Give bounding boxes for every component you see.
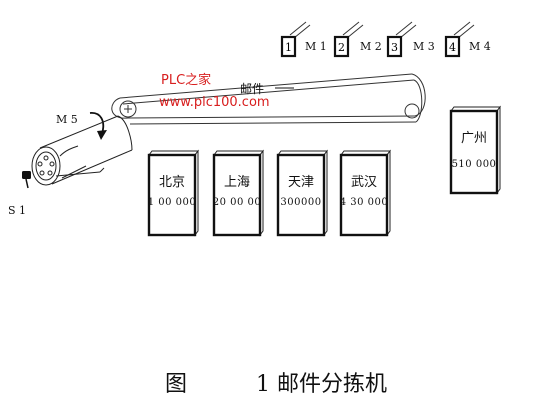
bin-guangzhou: 广州 510 000 bbox=[449, 105, 501, 195]
bin-code-wuhan: 4 30 000 bbox=[340, 197, 389, 208]
bin-wuhan: 武汉 4 30 000 bbox=[340, 149, 391, 237]
conveyor-belt bbox=[111, 73, 426, 125]
figure-caption-text: 1 邮件分拣机 bbox=[256, 372, 387, 397]
right-pulley bbox=[404, 103, 420, 119]
pusher-m3: 3 M 3 bbox=[386, 21, 435, 58]
bin-code-guangzhou: 510 000 bbox=[452, 159, 497, 170]
bin-code-shanghai: 20 00 00 bbox=[213, 197, 262, 208]
pusher-number-2: 2 bbox=[338, 41, 345, 54]
motor-label: M 5 bbox=[56, 113, 78, 126]
pusher-m2: 2 M 2 bbox=[333, 21, 382, 58]
drive-roller bbox=[31, 115, 133, 186]
watermark-url: www.plc100.com bbox=[159, 95, 270, 110]
pusher-m1: 1 M 1 bbox=[280, 21, 327, 58]
bin-beijing: 北京 1 00 000 bbox=[148, 149, 199, 237]
pusher-m4: 4 M 4 bbox=[444, 21, 491, 58]
pusher-number-4: 4 bbox=[449, 41, 456, 54]
bin-city-beijing: 北京 bbox=[159, 175, 185, 190]
sensor-s1 bbox=[22, 171, 31, 189]
bin-tianjin: 天津 300000 bbox=[276, 149, 328, 237]
pusher-label-m2: M 2 bbox=[360, 40, 382, 53]
bin-city-shanghai: 上海 bbox=[224, 175, 250, 190]
pusher-label-m1: M 1 bbox=[305, 40, 327, 53]
bin-city-tianjin: 天津 bbox=[288, 175, 314, 190]
bin-code-tianjin: 300000 bbox=[280, 197, 321, 208]
pusher-number-3: 3 bbox=[391, 41, 398, 54]
left-pulley bbox=[119, 100, 137, 118]
pusher-label-m4: M 4 bbox=[469, 40, 491, 53]
bin-shanghai: 上海 20 00 00 bbox=[213, 149, 264, 237]
bin-city-wuhan: 武汉 bbox=[351, 175, 377, 190]
bin-city-guangzhou: 广州 bbox=[461, 131, 487, 146]
pusher-label-m3: M 3 bbox=[413, 40, 435, 53]
pusher-number-1: 1 bbox=[285, 41, 292, 54]
mail-item-label: 邮件 bbox=[240, 82, 264, 96]
figure-caption-prefix: 图 bbox=[165, 372, 187, 397]
bin-code-beijing: 1 00 000 bbox=[148, 197, 197, 208]
sensor-label: S 1 bbox=[8, 204, 26, 217]
watermark-brand: PLC之家 bbox=[161, 72, 211, 88]
